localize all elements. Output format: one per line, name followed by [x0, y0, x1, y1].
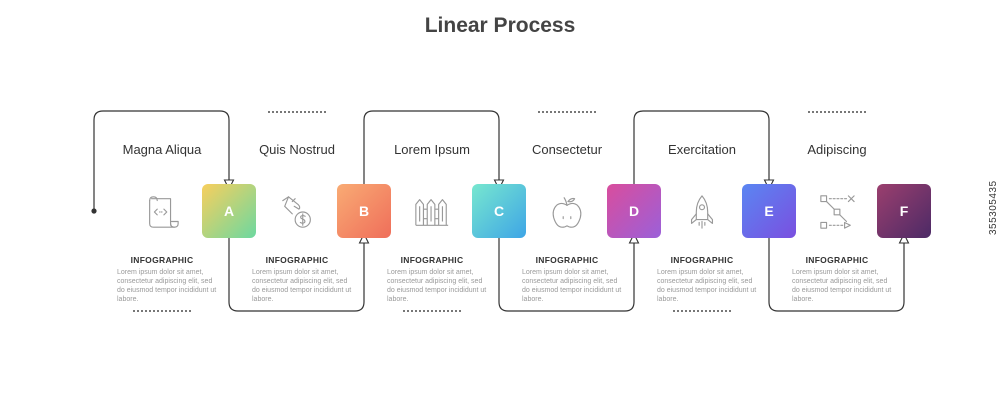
apple-icon	[552, 197, 582, 228]
step-heading-e: INFOGRAPHIC	[670, 255, 734, 265]
step-box-e: E	[742, 184, 796, 238]
step-label-f: Adipiscing	[807, 142, 867, 157]
rocket-icon	[690, 195, 714, 229]
start-dot	[91, 208, 97, 214]
step-letter-c: C	[493, 203, 505, 219]
dotted-divider	[267, 111, 327, 113]
scroll-code-icon	[149, 196, 179, 228]
dotted-divider	[402, 310, 462, 312]
connector-d-e	[633, 110, 770, 184]
step-box-c: C	[472, 184, 526, 238]
dotted-divider	[132, 310, 192, 312]
step-heading-a: INFOGRAPHIC	[130, 255, 194, 265]
step-description-e: Lorem ipsum dolor sit amet, consectetur …	[657, 269, 757, 303]
step-label-c: Lorem Ipsum	[394, 142, 470, 157]
step-description-c: Lorem ipsum dolor sit amet, consectetur …	[387, 269, 487, 303]
step-label-d: Consectetur	[531, 142, 603, 157]
step-box-b: B	[337, 184, 391, 238]
step-letter-e: E	[764, 203, 774, 219]
step-letter-b: B	[358, 203, 370, 219]
connector-a-b	[228, 238, 365, 312]
connector-start-a	[93, 110, 230, 211]
step-letter-a: A	[223, 203, 235, 219]
step-label-b: Quis Nostrud	[259, 142, 335, 157]
dotted-divider	[807, 111, 867, 113]
vector-path-icon	[820, 195, 855, 229]
dotted-divider	[537, 111, 597, 113]
connector-c-d	[498, 238, 635, 312]
step-letter-d: D	[628, 203, 640, 219]
step-description-a: Lorem ipsum dolor sit amet, consectetur …	[117, 269, 217, 303]
step-heading-c: INFOGRAPHIC	[400, 255, 464, 265]
step-label-e: Exercitation	[668, 142, 736, 157]
step-heading-b: INFOGRAPHIC	[265, 255, 329, 265]
connector-b-c	[363, 110, 500, 184]
connector-e-f	[768, 238, 905, 312]
step-letter-f: F	[899, 203, 909, 219]
image-id-label: 355305435	[988, 180, 999, 235]
page-title: Linear Process	[424, 14, 576, 37]
step-box-d: D	[607, 184, 661, 238]
step-description-f: Lorem ipsum dolor sit amet, consectetur …	[792, 269, 892, 303]
step-box-f: F	[877, 184, 931, 238]
dotted-divider	[672, 310, 732, 312]
arrow-into-b	[358, 232, 370, 244]
step-label-a: Magna Aliqua	[122, 142, 202, 157]
step-heading-d: INFOGRAPHIC	[535, 255, 599, 265]
step-heading-f: INFOGRAPHIC	[805, 255, 869, 265]
arrow-into-d	[628, 232, 640, 244]
step-description-b: Lorem ipsum dolor sit amet, consectetur …	[252, 269, 352, 303]
fence-icon	[415, 199, 449, 226]
arrow-into-f	[898, 232, 910, 244]
side-strip: 355305435	[970, 0, 1000, 415]
step-box-a: A	[202, 184, 256, 238]
step-description-d: Lorem ipsum dolor sit amet, consectetur …	[522, 269, 622, 303]
hand-coin-icon	[282, 196, 311, 228]
